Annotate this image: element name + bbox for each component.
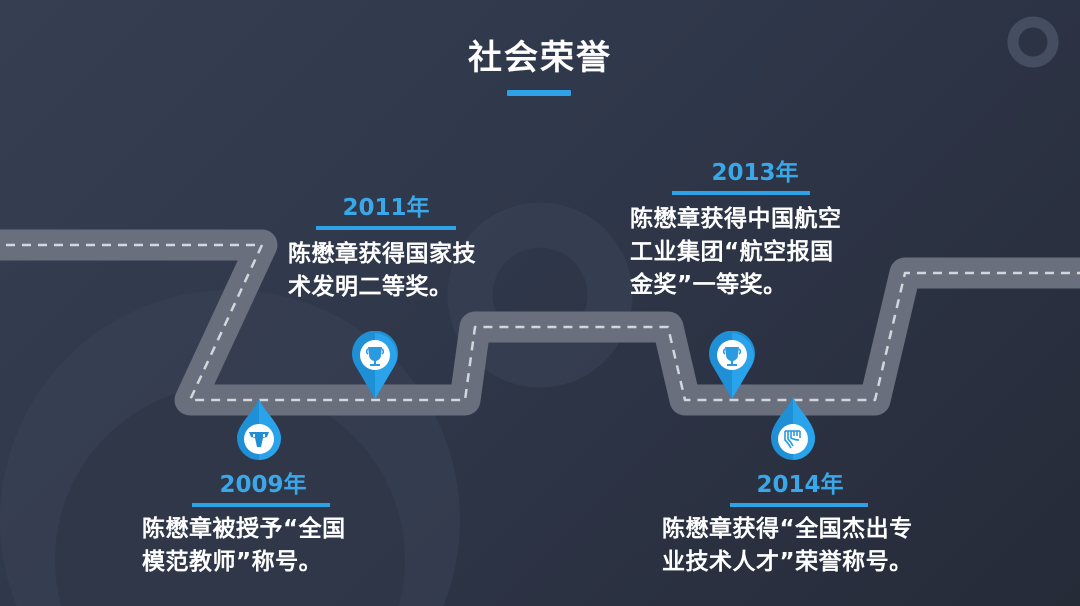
event-year: 2013年 [711, 160, 799, 186]
event-year-underline [192, 503, 330, 507]
event-description: 陈懋章获得中国航空 工业集团“航空报国 金奖”一等奖。 [630, 206, 842, 298]
event-year-underline [730, 503, 868, 507]
title-underline [507, 90, 571, 96]
trophy-icon [365, 347, 385, 366]
timeline-pin-2014[interactable] [768, 396, 818, 462]
timeline-event-2009: 2009年 陈懋章被授予“全国 模范教师”称号。 [142, 470, 394, 579]
timeline-event-2013: 2013年 陈懋章获得中国航空 工业集团“航空报国 金奖”一等奖。 [630, 158, 890, 302]
road-surface [0, 229, 1080, 416]
book-icon [784, 430, 801, 449]
event-year: 2011年 [342, 195, 430, 221]
torch-icon [249, 432, 269, 447]
event-description: 陈懋章被授予“全国 模范教师”称号。 [142, 516, 346, 575]
decor-ring-top-right [1007, 16, 1059, 68]
event-description: 陈懋章获得国家技 术发明二等奖。 [288, 241, 476, 300]
trophy-icon [722, 347, 742, 366]
timeline-event-2011: 2011年 陈懋章获得国家技 术发明二等奖。 [288, 193, 518, 304]
event-year: 2009年 [219, 472, 307, 498]
timeline-pin-2011[interactable] [350, 331, 400, 401]
timeline-pin-2009[interactable] [234, 398, 284, 462]
timeline-event-2014: 2014年 陈懋章获得“全国杰出专 业技术人才”荣誉称号。 [662, 470, 972, 579]
decor-circle-large-inner [55, 385, 405, 606]
event-year-underline [672, 191, 810, 195]
event-year-underline [316, 226, 456, 230]
event-description: 陈懋章获得“全国杰出专 业技术人才”荣誉称号。 [662, 516, 913, 575]
timeline-pin-2013[interactable] [707, 331, 757, 401]
decor-ring-center [447, 202, 633, 388]
road-center-dash [0, 243, 1080, 402]
page-title: 社会荣誉 [468, 38, 612, 78]
event-year: 2014年 [756, 472, 844, 498]
